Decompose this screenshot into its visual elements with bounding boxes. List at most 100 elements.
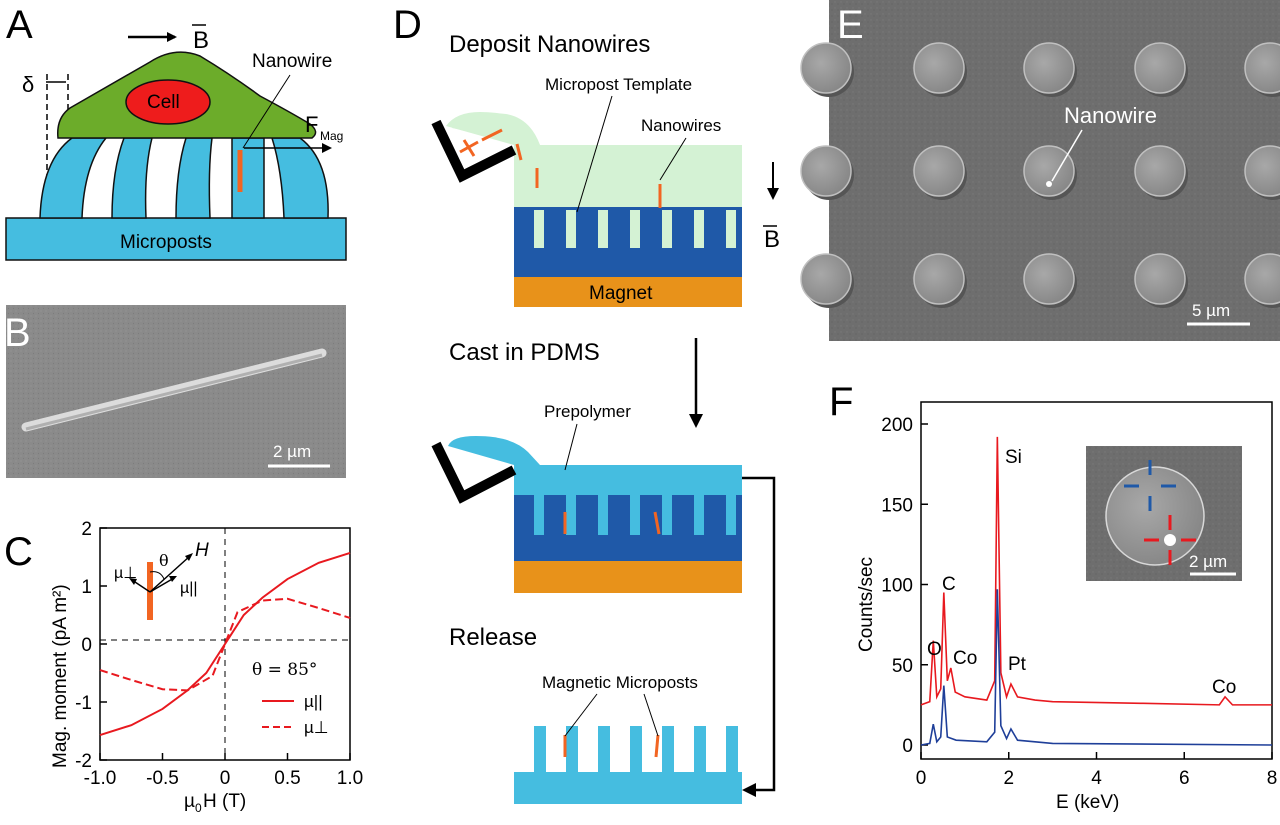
delta-label: δ xyxy=(22,72,34,97)
nanowire-spot xyxy=(1046,181,1052,187)
inset-crosshair-red xyxy=(1144,515,1196,565)
legend-label-perp: µ⊥ xyxy=(304,718,329,737)
prepolymer-drop xyxy=(448,436,540,465)
inset-arrowhead xyxy=(129,578,137,585)
x-axis-label-c-sub: 0 xyxy=(195,801,202,815)
peak-label: Co xyxy=(1212,677,1236,698)
template-well-filled xyxy=(630,495,640,535)
theta-note: θ = 85° xyxy=(252,660,317,680)
y-tick-label-c: 1 xyxy=(81,577,92,598)
inset-mu-par-arrow xyxy=(149,577,175,593)
peak-label: Co xyxy=(953,648,977,669)
scalebar-e-label: 5 µm xyxy=(1192,301,1230,320)
field-down-arrowhead xyxy=(767,188,779,200)
peak-label: O xyxy=(927,639,942,660)
panel-e: Nanowire E 5 µm xyxy=(800,0,1280,341)
pdms-post xyxy=(694,726,706,774)
panel-label-f: F xyxy=(829,380,853,424)
pdms-post xyxy=(630,726,642,774)
panel-label-e: E xyxy=(837,3,864,47)
inset-arrowhead xyxy=(169,576,177,582)
nanowire-floating xyxy=(459,140,479,154)
nanowires-label-d: Nanowires xyxy=(641,116,721,135)
micropost xyxy=(270,137,329,219)
y-tick-label-c: -2 xyxy=(75,751,92,772)
nanowire-label-e: Nanowire xyxy=(1064,103,1157,128)
template-well xyxy=(662,210,672,248)
pdms-post xyxy=(598,726,610,774)
peak-label: C xyxy=(942,574,956,595)
x-axis-label-c-mu: µ xyxy=(184,791,195,812)
magnet-label: Magnet xyxy=(589,283,653,304)
x-axis-label-c-rest: H (T) xyxy=(203,791,246,812)
nanowires-leader xyxy=(659,137,687,181)
cell-nucleus xyxy=(125,79,211,125)
template-well xyxy=(630,210,640,248)
peak-label: Si xyxy=(1005,447,1022,468)
x-tick-label-c: 0.5 xyxy=(274,768,300,789)
prepolymer-label: Prepolymer xyxy=(544,402,631,421)
peak-label: Pt xyxy=(1008,654,1027,675)
y-tick-label-f: 200 xyxy=(881,415,913,436)
panel-d: D Deposit Nanowires Magnet Micropost Tem… xyxy=(393,3,780,804)
series-group-f xyxy=(920,436,1273,746)
panel-label-d: D xyxy=(393,3,422,47)
force-subscript: Mag xyxy=(320,129,343,143)
panel-label-c: C xyxy=(4,530,33,574)
x-tick-label-f: 6 xyxy=(1179,768,1190,789)
inset-crosshair-blue xyxy=(1124,460,1176,511)
nanowire-floating xyxy=(515,143,523,161)
template-body xyxy=(514,207,742,277)
template-leader xyxy=(576,95,613,213)
pipette-tip-2 xyxy=(431,441,517,504)
inset-mu-perp-label: µ⊥ xyxy=(114,565,137,582)
series-line-mu-par xyxy=(99,551,351,737)
mm-leader xyxy=(564,693,598,737)
inset-theta-arc xyxy=(149,571,165,580)
template-well-filled xyxy=(566,495,576,535)
spectrum-red xyxy=(920,436,1272,706)
nanowire-sem xyxy=(21,348,327,432)
sem-post xyxy=(913,145,965,197)
y-tick-label-c: -1 xyxy=(75,693,92,714)
y-tick-label-c: 0 xyxy=(81,635,92,656)
pdms-post xyxy=(726,726,738,774)
inset-post xyxy=(1105,466,1205,566)
release-connector xyxy=(742,476,776,792)
nanowire-sem-shadow xyxy=(25,353,323,431)
x-tick-label-f: 2 xyxy=(1003,768,1014,789)
template-well-filled xyxy=(662,495,672,535)
sem-post xyxy=(1244,42,1280,94)
template-well xyxy=(726,210,736,248)
y-axis-label-c: Mag. moment (pA m²) xyxy=(50,584,71,768)
sem-post xyxy=(1134,145,1186,197)
nanowire-in-post xyxy=(654,734,660,758)
force-label: F xyxy=(305,112,318,137)
y-axis-label-f: Counts/sec xyxy=(856,557,877,652)
sem-post xyxy=(800,145,852,197)
template-well xyxy=(566,210,576,248)
x-tick-label-f: 8 xyxy=(1267,768,1278,789)
pdms-base xyxy=(514,772,742,804)
sem-post xyxy=(1134,253,1186,305)
panel-a: A B δ Cell Nanowire F Mag Microposts xyxy=(5,3,347,261)
inset-arrowhead xyxy=(185,553,193,561)
sem-post-grid xyxy=(800,42,1280,308)
x-tick-label-c: -0.5 xyxy=(146,768,179,789)
step2-title: Cast in PDMS xyxy=(449,339,600,366)
x-tick-label-c: 0 xyxy=(220,768,231,789)
scalebar-b-label: 2 µm xyxy=(273,442,311,461)
release-arrowhead xyxy=(742,783,756,797)
legend-label-par: µ|| xyxy=(304,692,323,711)
template-well-filled xyxy=(694,495,704,535)
series-line-mu-perp xyxy=(99,597,351,692)
panel-b: B 2 µm xyxy=(4,305,346,478)
template-body-2 xyxy=(514,495,742,561)
spectrum-blue xyxy=(920,589,1273,746)
inset-scalebar-label: 2 µm xyxy=(1189,552,1227,571)
sem-post xyxy=(1134,42,1186,94)
pdms-post xyxy=(534,726,546,774)
magnetic-microposts-label: Magnetic Microposts xyxy=(542,673,698,692)
micropost xyxy=(231,137,265,219)
